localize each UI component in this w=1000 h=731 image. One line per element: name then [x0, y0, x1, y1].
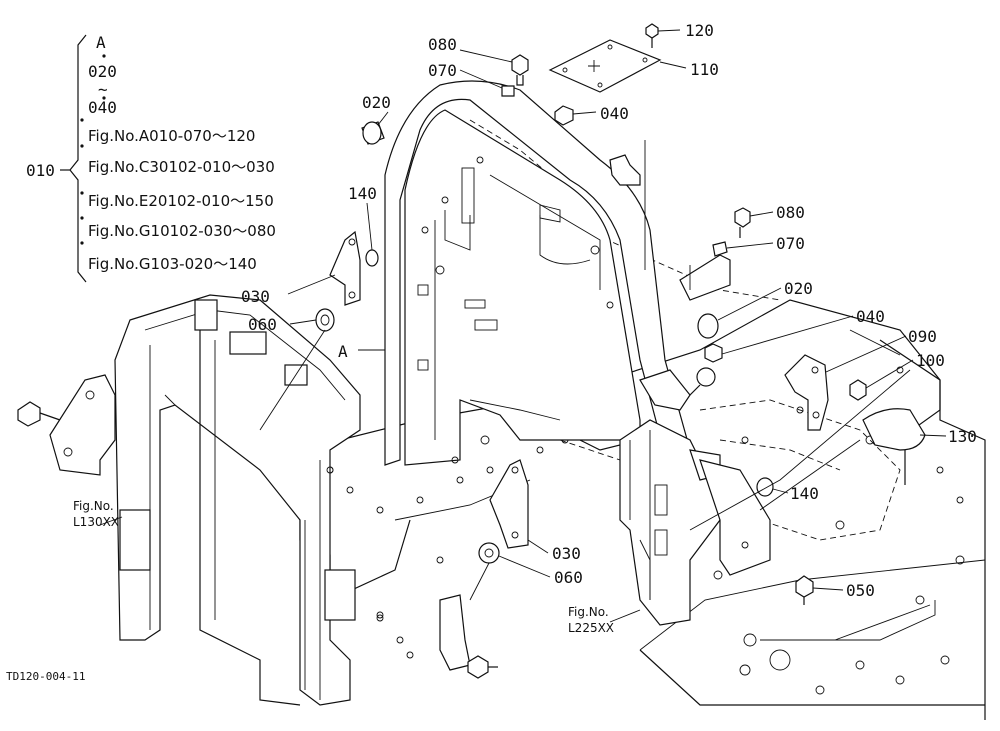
callout-040-right: 040 — [856, 307, 885, 326]
main-panel-a — [384, 80, 691, 466]
callout-070-right: 070 — [776, 234, 805, 253]
callout-080-right: 080 — [776, 203, 805, 222]
callout-120: 120 — [685, 21, 714, 40]
fig-ref-l130-line1: Fig.No. — [73, 499, 114, 513]
group-brace — [60, 34, 106, 283]
fig-ref-l225-line1: Fig.No. — [568, 605, 609, 619]
front-frame — [17, 294, 498, 706]
callout-080-top: 080 — [428, 35, 457, 54]
group-item-a: A — [96, 33, 106, 52]
group-ref-g10102: Fig.No.G10102-030～080 — [88, 222, 276, 240]
drawing-code: TD120-004-11 — [6, 670, 85, 683]
callout-070-top: 070 — [428, 61, 457, 80]
callout-040-top: 040 — [600, 104, 629, 123]
top-plate-110 — [548, 23, 662, 93]
callout-050: 050 — [846, 581, 875, 600]
group-ref-c30102: Fig.No.C30102-010～030 — [88, 158, 275, 176]
right-column — [619, 367, 771, 626]
callout-a: A — [338, 342, 348, 361]
group-ref-g103: Fig.No.G103-020～140 — [88, 255, 257, 273]
callout-030-left: 030 — [241, 287, 270, 306]
callout-060-left: 060 — [248, 315, 277, 334]
callout-130: 130 — [948, 427, 977, 446]
callout-020-top: 020 — [362, 93, 391, 112]
callout-030-lower: 030 — [552, 544, 581, 563]
fig-ref-l225-line2: L225XX — [568, 621, 614, 635]
upper-right-bracket — [609, 140, 731, 301]
group-item-tilde: ~ — [98, 80, 108, 99]
leader-lines — [99, 29, 947, 623]
group-ref-e20102: Fig.No.E20102-010～150 — [88, 192, 274, 210]
group-label-010: 010 — [26, 161, 55, 180]
callout-060-lower: 060 — [554, 568, 583, 587]
callout-140-left: 140 — [348, 184, 377, 203]
group-item-040: 040 — [88, 98, 117, 117]
callout-020-right: 020 — [784, 279, 813, 298]
fig-ref-l130-line2: L130XX — [73, 515, 119, 529]
callout-100: 100 — [916, 351, 945, 370]
callout-090: 090 — [908, 327, 937, 346]
group-ref-a010: Fig.No.A010-070～120 — [88, 127, 255, 145]
callout-140-right: 140 — [790, 484, 819, 503]
hardware — [315, 54, 926, 605]
callout-110: 110 — [690, 60, 719, 79]
group-item-020: 020 — [88, 62, 117, 81]
